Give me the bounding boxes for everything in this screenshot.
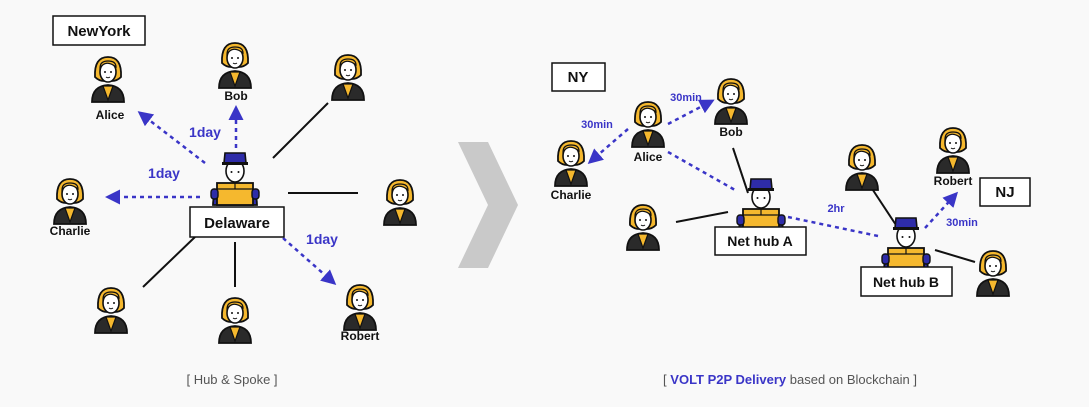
link-line <box>934 249 976 263</box>
time-label-alice-bob: 30min <box>670 92 702 104</box>
person-icon <box>845 144 879 191</box>
person-icon <box>343 284 377 331</box>
time-label-charlie: 1day <box>148 165 180 181</box>
person-icon <box>936 127 970 174</box>
time-label-hub-link: 2hr <box>827 203 845 215</box>
courier-icon <box>210 152 260 206</box>
time-label-robert: 30min <box>946 217 978 229</box>
spoke-line <box>272 102 329 159</box>
delivery-arrow-alice-bob <box>667 99 715 126</box>
person-icon <box>631 101 665 148</box>
hub-box-b <box>860 266 953 297</box>
delivery-arrow-robert <box>282 237 337 285</box>
hub-label-a: Net hub A <box>727 233 793 249</box>
time-label-robert: 1day <box>306 231 338 247</box>
person-icon <box>714 78 748 125</box>
hub-box-delaware <box>189 206 285 238</box>
name-robert: Robert <box>341 329 380 343</box>
region-box-nj <box>979 177 1031 207</box>
link-line <box>732 147 749 194</box>
chevron-right-icon <box>458 142 518 268</box>
person-icon <box>91 56 125 103</box>
person-icon <box>218 42 252 89</box>
name-bob: Bob <box>719 125 742 139</box>
person-icon <box>218 297 252 344</box>
caption-p2p: [ VOLT P2P Delivery based on Blockchain … <box>663 372 917 387</box>
caption-open: [ <box>663 372 670 387</box>
link-line <box>675 211 729 223</box>
region-box-ny <box>551 62 606 92</box>
name-charlie: Charlie <box>551 188 592 202</box>
caption-brand: VOLT P2P Delivery <box>670 372 787 387</box>
region-label-newyork: NewYork <box>67 23 131 40</box>
caption-hub-spoke: [ Hub & Spoke ] <box>186 372 277 387</box>
region-label-nj: NJ <box>995 184 1014 201</box>
region-box-newyork <box>52 15 146 46</box>
person-icon <box>331 54 365 101</box>
time-label-alice-charlie: 30min <box>581 119 613 131</box>
spoke-line <box>142 236 196 288</box>
delivery-arrow-alice-charlie <box>587 128 629 164</box>
time-label-bob: 1day <box>189 124 221 140</box>
name-alice: Alice <box>634 150 663 164</box>
hub-label-b: Net hub B <box>873 274 939 290</box>
delivery-arrow-alice <box>137 111 206 164</box>
region-label-ny: NY <box>568 69 589 86</box>
hub-label-delaware: Delaware <box>204 215 270 232</box>
courier-icon <box>881 217 931 271</box>
p2p-dash-line <box>667 150 736 192</box>
name-bob: Bob <box>224 89 247 103</box>
person-icon <box>53 178 87 225</box>
hub-box-a <box>714 226 807 256</box>
courier-icon <box>736 178 786 232</box>
name-robert: Robert <box>934 174 973 188</box>
person-icon <box>94 287 128 334</box>
person-icon <box>626 204 660 251</box>
name-alice: Alice <box>96 108 125 122</box>
person-icon <box>554 140 588 187</box>
person-icon <box>976 250 1010 297</box>
person-icon <box>383 179 417 226</box>
caption-rest: based on Blockchain ] <box>786 372 917 387</box>
name-charlie: Charlie <box>50 224 91 238</box>
